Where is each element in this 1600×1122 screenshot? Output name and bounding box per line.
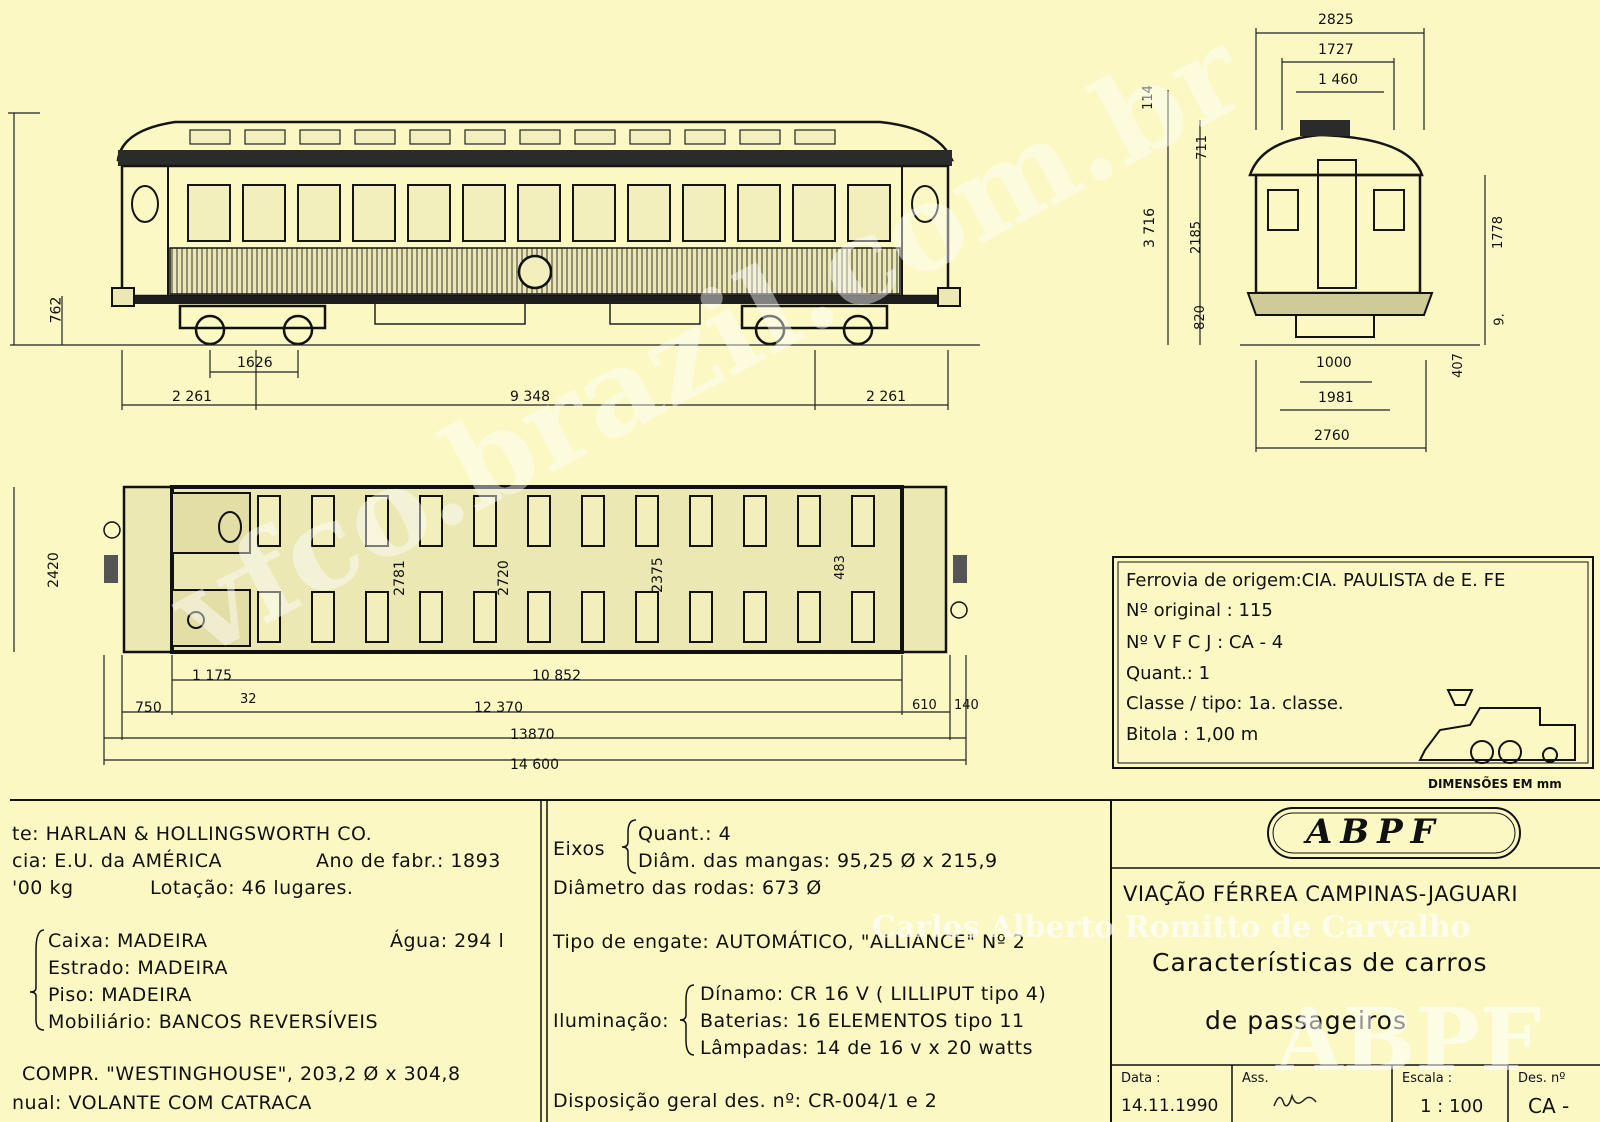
signature — [1270, 1088, 1320, 1112]
dim-10852: 10 852 — [532, 668, 581, 684]
abpf-logo: ABPF — [1306, 812, 1443, 852]
dim-2375: 2375 — [649, 557, 666, 593]
freio-compr: COMPR. "WESTINGHOUSE", 203,2 Ø x 304,8 — [22, 1063, 461, 1085]
info-ferrovia: Ferrovia de origem:CIA. PAULISTA de E. F… — [1126, 570, 1506, 591]
dim-9348: 9 348 — [510, 389, 551, 405]
dim-2781: 2781 — [391, 560, 408, 596]
baterias: Baterias: 16 ELEMENTOS tipo 11 — [700, 1010, 1025, 1032]
estrado: Estrado: MADEIRA — [48, 957, 228, 979]
company-name: VIAÇÃO FÉRREA CAMPINAS-JAGUARI — [1123, 882, 1519, 906]
dim-12370: 12 370 — [474, 700, 523, 716]
lotacao: Lotação: 46 lugares. — [150, 877, 354, 899]
dim-1175: 1 175 — [192, 668, 233, 684]
dim-2420: 2420 — [45, 552, 62, 588]
diametro-rodas: Diâmetro das rodas: 673 Ø — [553, 877, 822, 899]
fabricante: te: HARLAN & HOLLINGSWORTH CO. — [12, 823, 373, 845]
data-value: 14.11.1990 — [1121, 1096, 1219, 1116]
info-quant: Quant.: 1 — [1126, 663, 1211, 684]
plan-view — [13, 485, 968, 765]
dinamo: Dínamo: CR 16 V ( LILLIPUT tipo 4) — [700, 983, 1047, 1005]
end-elevation — [1167, 28, 1486, 452]
dim-32: 32 — [240, 692, 257, 707]
info-no-original: Nº original : 115 — [1126, 600, 1273, 621]
dim-1981: 1981 — [1318, 390, 1354, 406]
drawing-title-2: de passageiros — [1205, 1006, 1408, 1035]
dim-2261-left: 2 261 — [172, 389, 213, 405]
eixos-label: Eixos — [553, 838, 605, 860]
caixa: Caixa: MADEIRA — [48, 930, 208, 952]
dim-820: 820 — [1192, 305, 1208, 330]
dim-13870: 13870 — [510, 727, 555, 743]
eixos-quant: Quant.: 4 — [638, 823, 732, 845]
dim-1460: 1 460 — [1318, 72, 1359, 88]
freio-manual: nual: VOLANTE COM CATRACA — [12, 1092, 312, 1114]
dim-750: 750 — [135, 700, 162, 716]
dim-14600: 14 600 — [510, 757, 559, 773]
procedencia: cia: E.U. da AMÉRICA — [12, 850, 223, 872]
dim-140: 140 — [954, 698, 979, 713]
escala-value: 1 : 100 — [1420, 1096, 1484, 1117]
agua: Água: 294 l — [390, 930, 505, 952]
ass-label: Ass. — [1242, 1071, 1269, 1086]
side-elevation — [8, 112, 980, 410]
des-label: Des. nº — [1518, 1071, 1566, 1086]
dim-114: 114 — [1140, 85, 1156, 110]
dim-1778: 1778 — [1491, 215, 1507, 250]
dim-1626: 1626 — [237, 355, 273, 371]
dim-3716: 3 716 — [1142, 207, 1159, 249]
drawing-title-1: Características de carros — [1152, 948, 1488, 977]
piso: Piso: MADEIRA — [48, 984, 192, 1006]
tipo-engate: Tipo de engate: AUTOMÁTICO, "ALLIANCE" N… — [553, 931, 1026, 953]
dim-1000: 1000 — [1316, 355, 1352, 371]
dim-711: 711 — [1194, 135, 1210, 160]
eixos-diam: Diâm. das mangas: 95,25 Ø x 215,9 — [638, 850, 998, 872]
dim-407: 407 — [1450, 353, 1466, 378]
escala-label: Escala : — [1402, 1071, 1453, 1086]
mobiliario: Mobiliário: BANCOS REVERSÍVEIS — [48, 1011, 379, 1033]
des-value: CA - — [1528, 1094, 1570, 1118]
dim-2261-right: 2 261 — [866, 389, 907, 405]
dim-2185: 2185 — [1189, 220, 1205, 255]
dim-762: 762 — [48, 296, 65, 324]
info-classe: Classe / tipo: 1a. classe. — [1126, 693, 1344, 714]
data-label: Data : — [1121, 1071, 1161, 1086]
info-dimensoes: DIMENSÕES EM mm — [1428, 777, 1562, 791]
dim-2825: 2825 — [1318, 12, 1354, 28]
iluminacao-label: Iluminação: — [553, 1010, 670, 1032]
info-bitola: Bitola : 1,00 m — [1126, 724, 1259, 745]
disposicao-geral: Disposição geral des. nº: CR-004/1 e 2 — [553, 1090, 938, 1112]
info-no-vfcj: Nº V F C J : CA - 4 — [1126, 632, 1284, 653]
dim-1727: 1727 — [1318, 42, 1354, 58]
peso: '00 kg — [12, 877, 74, 899]
dim-2760: 2760 — [1314, 428, 1350, 444]
dim-483: 483 — [832, 555, 848, 580]
dim-9: 9. — [1492, 313, 1508, 326]
dim-610: 610 — [912, 698, 937, 713]
dim-2720: 2720 — [495, 560, 512, 596]
ano-fabricacao: Ano de fabr.: 1893 — [316, 850, 501, 872]
lampadas: Lâmpadas: 14 de 16 v x 20 watts — [700, 1037, 1033, 1059]
locomotive-icon — [1418, 689, 1576, 764]
